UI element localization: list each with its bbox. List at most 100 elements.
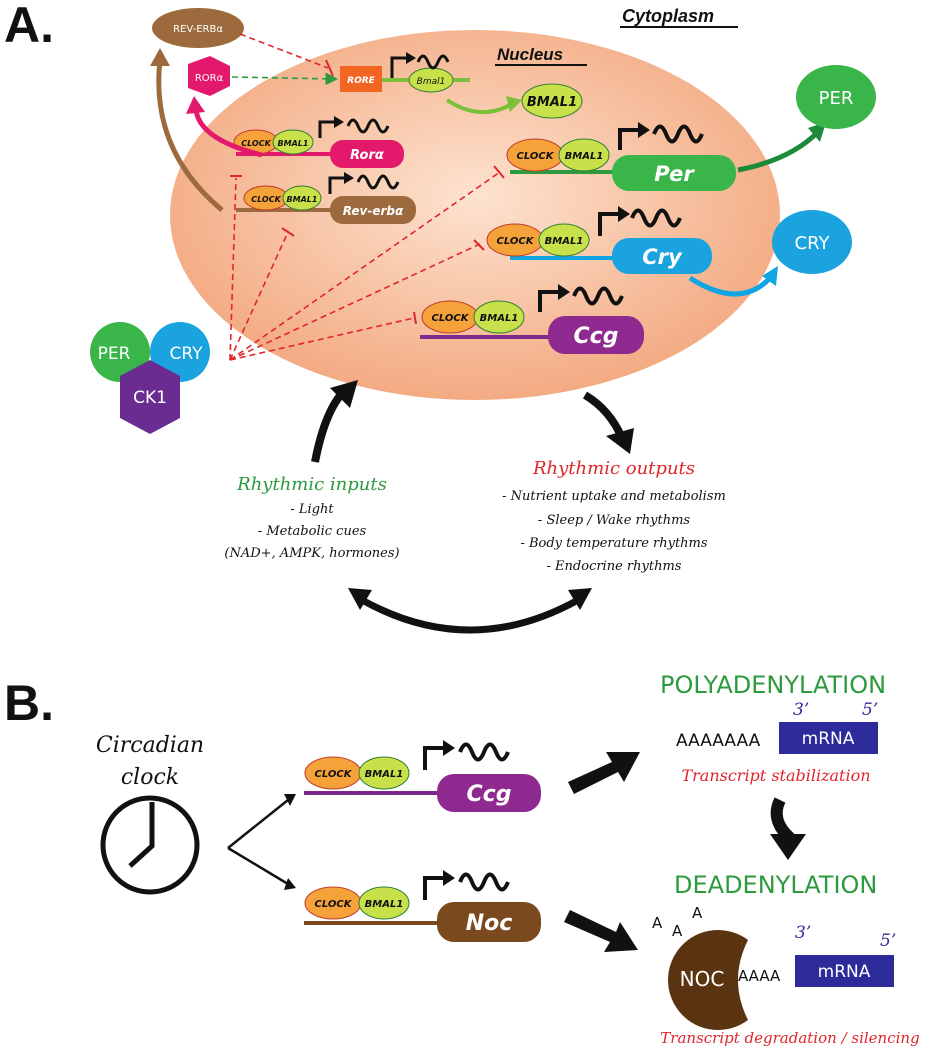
ror-activation-line — [231, 72, 339, 86]
noc-bmal1-label: BMAL1 — [365, 899, 404, 910]
nucleus-ellipse — [170, 30, 780, 400]
complex-cry-label: CRY — [170, 344, 204, 364]
complex-per-label: PER — [98, 344, 131, 364]
rora-gene-label: Rorα — [350, 148, 384, 163]
cry-export-head — [762, 266, 778, 286]
released-a-2: A — [672, 922, 683, 940]
branch-arrow-down — [227, 846, 289, 886]
released-a-1: A — [652, 914, 663, 932]
ccg-a-mrna-wave — [572, 286, 624, 306]
poly-mrna-box — [779, 722, 878, 754]
cry-tss-arrow — [598, 212, 620, 236]
panel-b-label: B. — [4, 675, 54, 731]
repression-lines — [229, 171, 501, 361]
per-protein — [796, 65, 876, 129]
poly-three-prime: 3’ — [793, 700, 809, 720]
branch-arrow-up-head — [284, 794, 296, 806]
ror-protein-label: RORα — [195, 73, 224, 84]
rore-label: RORE — [347, 76, 376, 86]
bmal1-tss-arrow — [390, 56, 408, 78]
per-bmal1 — [558, 138, 610, 172]
ccg-b-mrna-wave — [458, 742, 510, 762]
ror-protein — [188, 56, 230, 96]
reverba-bmal1 — [282, 185, 322, 211]
feedback-head-right — [568, 588, 592, 610]
to-polyadenylation-arrow — [568, 752, 640, 794]
cry-bmal1 — [538, 223, 590, 257]
bmal1-tss-head — [406, 52, 416, 64]
feedback-arrow — [360, 596, 580, 634]
polyadenylation-title: POLYADENYLATION — [660, 671, 886, 699]
rore-box — [340, 66, 382, 92]
cry-export-arrow — [688, 275, 772, 297]
outputs-item-3: - Body temperature rhythms — [520, 536, 707, 551]
feedback-head-left — [348, 588, 372, 610]
poly-a-tail: AAAAAAA — [676, 731, 761, 751]
cry-protein — [772, 210, 852, 274]
per-tss-arrow — [618, 128, 640, 150]
per-gene-label: Per — [654, 162, 695, 186]
rora-bmal1 — [272, 129, 314, 155]
outputs-title: Rhythmic outputs — [532, 458, 695, 479]
poly-mrna-label: mRNA — [802, 729, 855, 749]
complex-ck1 — [120, 360, 180, 434]
to-deadenylation-arrow — [564, 910, 638, 952]
input-arrow-head — [330, 380, 358, 408]
short-a-tail: AAAA — [738, 967, 781, 985]
rora-clock-label: CLOCK — [241, 139, 271, 148]
outputs-item-1: - Nutrient uptake and metabolism — [502, 489, 726, 504]
dead-mrna-box — [795, 955, 894, 987]
reverba-tss-head — [344, 172, 354, 184]
panel-a-label: A. — [4, 0, 54, 53]
per-protein-label: PER — [819, 88, 854, 109]
bmal1-gene-label: Bmal1 — [417, 77, 446, 87]
ccg-a-gene-label: Ccg — [574, 324, 619, 349]
branch-arrow-down-head — [284, 878, 296, 890]
clock-label-line2: clock — [121, 765, 179, 790]
noc-clock-label: CLOCK — [315, 899, 353, 910]
per-export-head — [808, 122, 826, 142]
reverba-bmal1-label: BMAL1 — [287, 195, 318, 204]
reverba-mrna-wave — [356, 174, 400, 190]
rev-erb-repression-line — [239, 33, 329, 69]
ccg-b-gene-box — [437, 774, 541, 812]
reverba-clock-label: CLOCK — [251, 195, 281, 204]
rora-tss-arrow — [318, 120, 336, 138]
deadenylation-title: DEADENYLATION — [674, 871, 877, 899]
ccg-b-bmal1-label: BMAL1 — [365, 769, 404, 780]
cry-bmal1-label: BMAL1 — [545, 236, 584, 247]
per-export-arrow — [737, 130, 820, 173]
complex-per — [90, 322, 150, 382]
cry-protein-label: CRY — [795, 233, 831, 254]
rora-export-arrow — [193, 109, 263, 158]
ccg-b-tss-arrow — [423, 746, 445, 770]
poly-to-dead-head — [770, 834, 806, 860]
rora-export-head — [186, 96, 205, 114]
complex-cry — [150, 322, 210, 382]
bmal1-translation-arrow — [445, 98, 513, 115]
reverba-gene-box — [330, 196, 416, 224]
per-clock-label: CLOCK — [517, 151, 555, 162]
dead-five-prime: 5’ — [880, 931, 896, 951]
inputs-item-1: - Light — [290, 502, 334, 517]
rora-tss-head — [334, 116, 344, 128]
dead-mrna-label: mRNA — [818, 962, 871, 982]
cry-mrna-wave — [630, 208, 682, 228]
inputs-item-2: - Metabolic cues — [258, 524, 367, 539]
ccg-b-clock-label: CLOCK — [315, 769, 353, 780]
clock-hands — [128, 802, 155, 868]
reverba-export-head — [150, 48, 170, 66]
inputs-title: Rhythmic inputs — [236, 474, 387, 495]
ccg-a-bmal1-label: BMAL1 — [480, 313, 519, 324]
bmal1-translation-head — [506, 96, 522, 112]
noc-protein — [668, 930, 748, 1030]
bmal1-protein-label: BMAL1 — [527, 95, 577, 110]
noc-tss-head — [443, 870, 455, 886]
rora-gene-box — [330, 140, 404, 168]
nucleus-label: Nucleus — [497, 45, 563, 64]
output-arrow-head — [606, 428, 634, 454]
rev-erb-protein — [152, 8, 244, 48]
per-tss-head — [638, 122, 650, 138]
ccg-b-gene-label: Ccg — [467, 782, 512, 807]
